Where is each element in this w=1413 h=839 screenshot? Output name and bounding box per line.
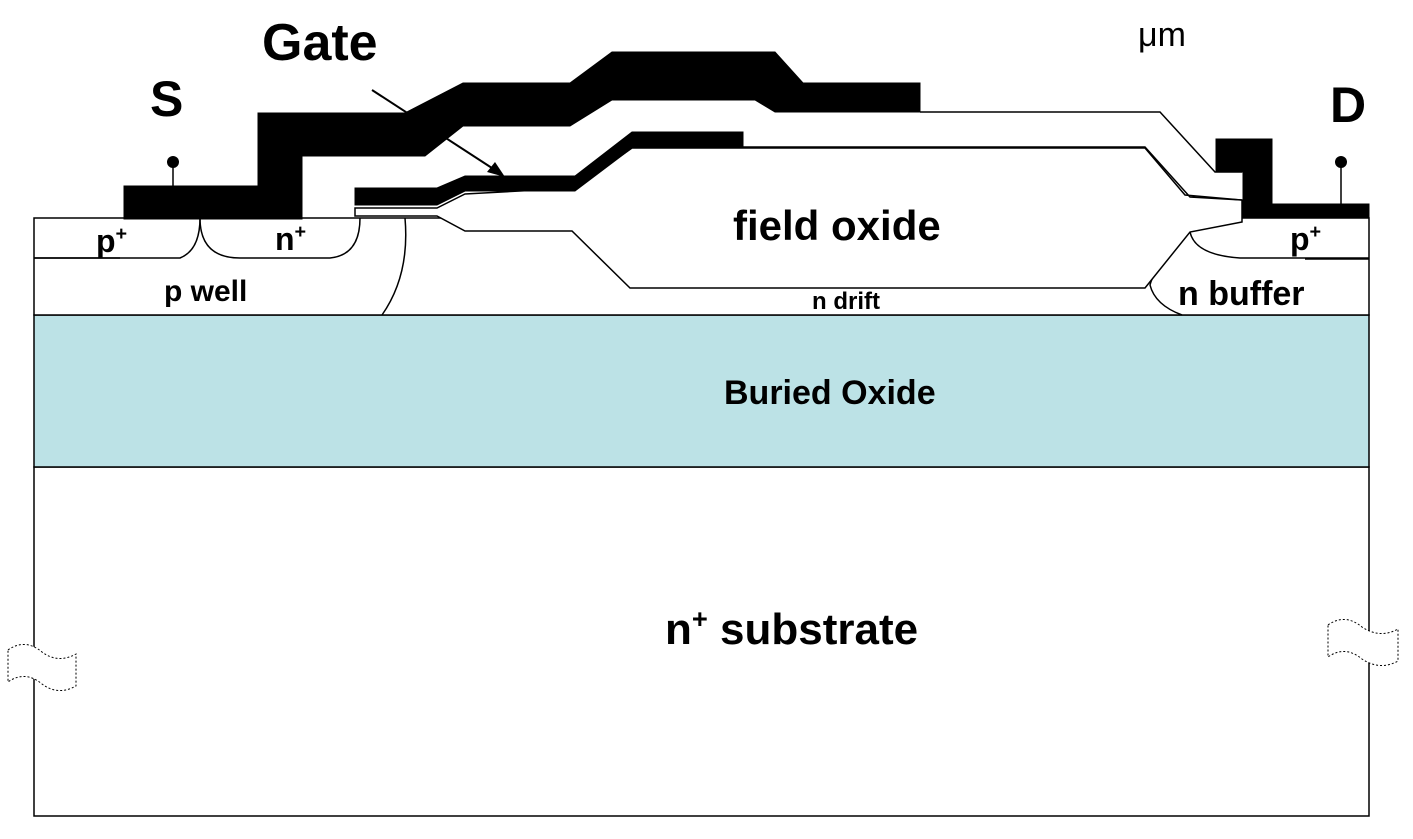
buried-oxide-layer [33,314,1370,468]
gate-pointer-line [371,89,496,171]
field-oxide-label: field oxide [733,202,941,249]
break-symbol-right [1327,619,1399,666]
p-plus-right-region [1189,231,1369,259]
inter-layer-dielectric-inner [743,146,1243,201]
n-drift-label: n drift [812,288,880,315]
n-plus-substrate-region [33,466,1370,817]
p-well-boundary [381,217,407,316]
drain-terminal-dot [1335,156,1347,168]
source-gate-metal [123,51,921,220]
n-plus-region [199,217,361,259]
p-plus-left-label: p+ [96,223,127,259]
gate-label: Gate [262,14,378,72]
n-buffer-label: n buffer [1178,275,1305,313]
drain-label: D [1330,77,1366,133]
unit-label: μm [1138,16,1186,54]
p-plus-right-label: p+ [1290,221,1321,257]
break-symbol-left [7,644,77,691]
p-well-label: p well [164,275,247,308]
buried-oxide-label: Buried Oxide [724,374,936,412]
poly-gate [354,131,744,206]
n-plus-label: n+ [275,221,306,257]
gate-pointer-arrowhead [487,162,505,177]
source-label: S [150,71,183,127]
source-terminal-dot [167,156,179,168]
substrate-label: n+ substrate [665,603,918,654]
drain-metal [1215,138,1370,219]
